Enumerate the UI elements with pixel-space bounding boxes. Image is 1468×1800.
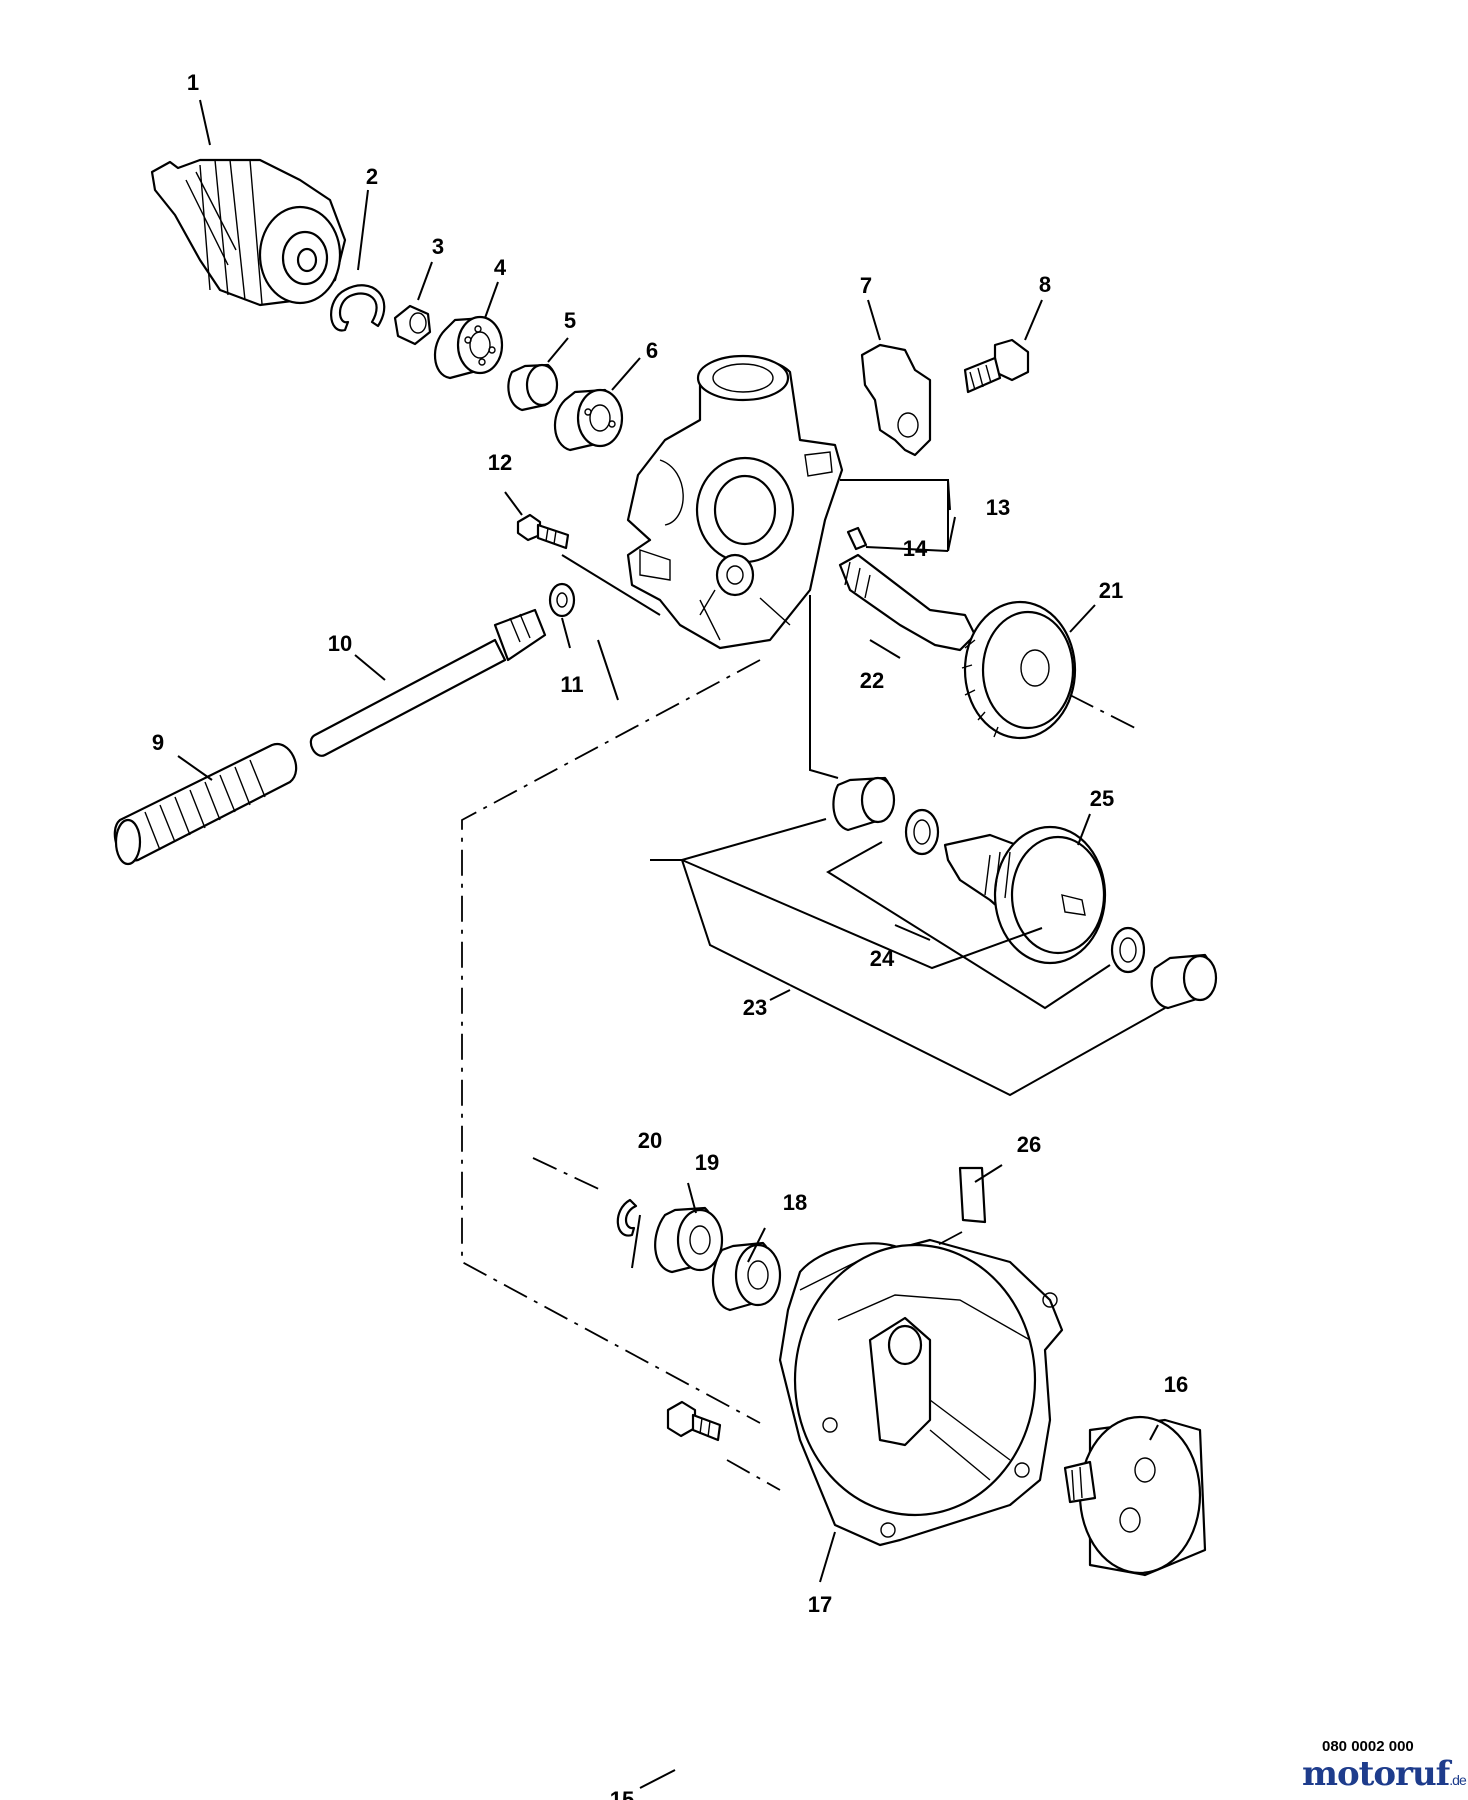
watermark-logo: motoruf.de (1302, 1754, 1467, 1794)
part-bushing-5 (507, 363, 559, 412)
part-grip-9 (113, 742, 298, 866)
callout-1: 1 (187, 70, 199, 95)
part-gear-21 (961, 600, 1077, 740)
callout-6: 6 (646, 338, 658, 363)
part-washer-lower (1110, 926, 1146, 974)
part-screw-12 (516, 513, 570, 550)
part-screw-15 (666, 1400, 722, 1442)
part-nut-3 (393, 304, 432, 346)
callout-22: 22 (860, 668, 884, 693)
callout-24: 24 (870, 946, 895, 971)
part-circlip-20 (616, 1198, 638, 1237)
part-bolt-8 (963, 338, 1030, 394)
callout-numbers: 1 2 3 4 5 6 7 8 9 10 11 12 13 14 15 16 1… (152, 70, 1188, 1800)
callout-26: 26 (1017, 1132, 1041, 1157)
part-shaft-10 (309, 608, 547, 757)
callout-3: 3 (432, 234, 444, 259)
callout-19: 19 (695, 1150, 719, 1175)
part-bracket-7 (860, 343, 932, 457)
callout-8: 8 (1039, 272, 1051, 297)
leader-lines (177, 99, 1166, 1789)
part-pin-14 (846, 526, 868, 551)
part-output-gear-25 (943, 825, 1107, 965)
part-washer-11 (548, 582, 576, 618)
callout-4: 4 (494, 255, 507, 280)
callout-2: 2 (366, 164, 378, 189)
part-gear-case-17 (778, 1238, 1064, 1547)
callout-5: 5 (564, 308, 576, 333)
callout-7: 7 (860, 273, 872, 298)
part-gear-housing-13 (626, 354, 844, 650)
part-circlip-2 (330, 284, 386, 332)
alignment-lines (461, 659, 1136, 1491)
callout-10: 10 (328, 631, 352, 656)
callout-12: 12 (488, 450, 512, 475)
part-pinion-shaft-22 (838, 553, 977, 652)
callout-25: 25 (1090, 786, 1114, 811)
part-needle-bearing-lower (1150, 953, 1218, 1010)
part-label-26 (958, 1166, 987, 1224)
callout-18: 18 (783, 1190, 807, 1215)
callout-11: 11 (560, 672, 583, 697)
part-washer-upper (904, 808, 940, 856)
watermark-name: motoruf (1302, 1754, 1450, 1794)
callout-20: 20 (638, 1128, 662, 1153)
part-bearing-19 (654, 1206, 724, 1274)
part-bearing-4 (433, 315, 504, 380)
part-needle-bearing-upper (832, 776, 896, 832)
callout-13: 13 (986, 495, 1010, 520)
callout-14: 14 (903, 536, 928, 561)
part-clutch-drum-16 (1063, 1415, 1207, 1577)
part-drill-chuck (150, 158, 347, 307)
callout-15: 15 (610, 1787, 634, 1800)
callout-9: 9 (152, 730, 164, 755)
part-bearing-6 (553, 388, 624, 452)
callout-23: 23 (743, 995, 767, 1020)
drawing-number: 080 0002 000 (1322, 1738, 1414, 1755)
callout-21: 21 (1099, 578, 1123, 603)
watermark-suffix: .de (1449, 1772, 1466, 1788)
callout-16: 16 (1164, 1372, 1188, 1397)
part-bearing-18 (711, 1241, 782, 1312)
callout-17: 17 (808, 1592, 832, 1617)
